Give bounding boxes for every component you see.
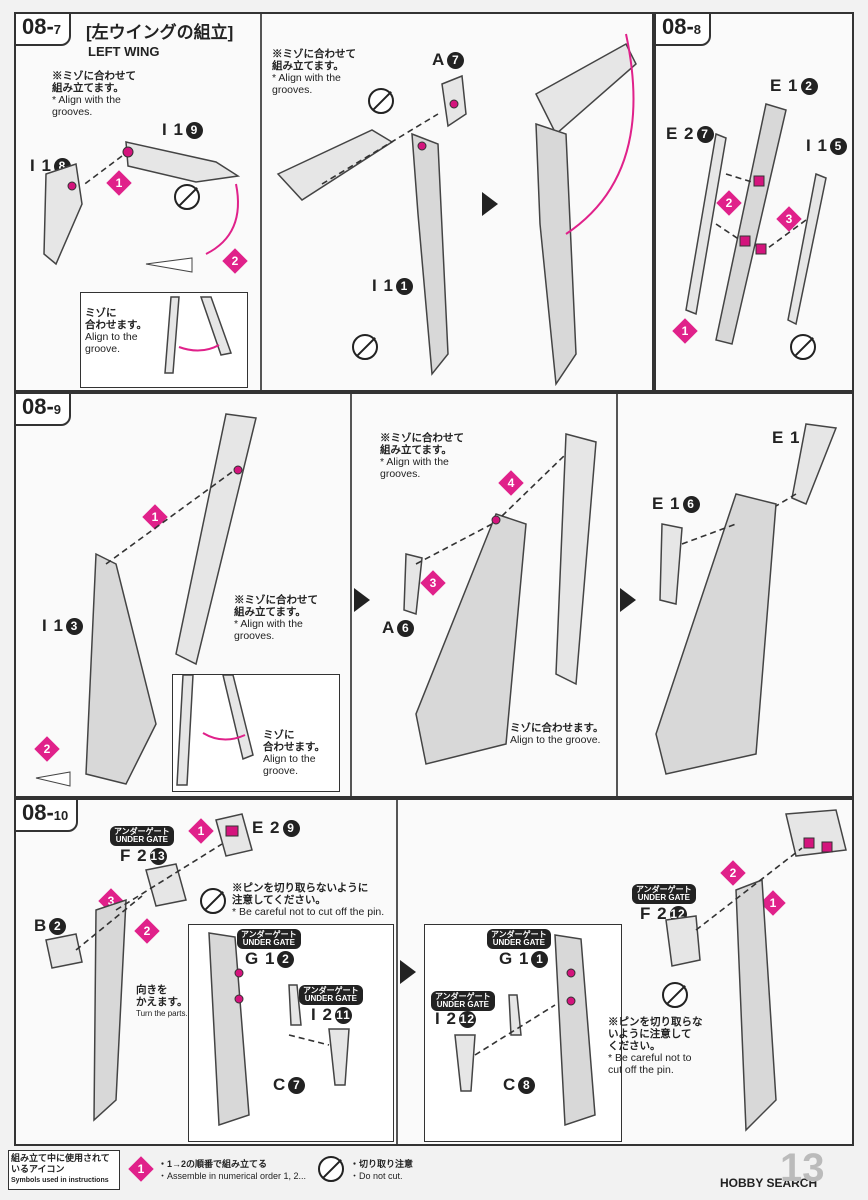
pin-note: ※ピンを切り取らないように 注意してください。 * Be careful not… bbox=[232, 882, 385, 918]
step-number: 08-9 bbox=[14, 392, 72, 426]
step-number: 08-8 bbox=[654, 12, 712, 46]
legend-cut-text: ・切り取り注意 ・Do not cut. bbox=[350, 1159, 414, 1181]
step-number: 08-7 bbox=[14, 12, 72, 46]
parts-f-e-b-drawing bbox=[45, 813, 253, 1122]
step-08-7-panel: 08-7 [左ウイングの組立] LEFT WING ※ミゾに合わせて 組み立てま… bbox=[14, 12, 654, 392]
pin-note-2: ※ピンを切り取らな いように注意して ください。 * Be careful no… bbox=[608, 1016, 703, 1076]
step-title-en: LEFT WING bbox=[88, 44, 160, 59]
wing-main-drawing bbox=[276, 74, 467, 376]
divider bbox=[260, 14, 262, 390]
wing-assembly-drawing bbox=[403, 433, 597, 765]
wing-final-drawing bbox=[655, 423, 838, 775]
inset-note: ミゾに 合わせます。 Align to the groove. bbox=[85, 307, 147, 355]
next-arrow bbox=[482, 192, 498, 216]
watermark-brand: HOBBY SEARCH bbox=[720, 1176, 818, 1190]
page-number: 13 bbox=[780, 1146, 825, 1190]
groove-inset: ミゾに 合わせます。 Align to the groove. bbox=[172, 674, 340, 792]
divider bbox=[350, 394, 352, 796]
step-number: 08-10 bbox=[14, 798, 79, 832]
divider bbox=[616, 394, 618, 796]
next-arrow bbox=[400, 960, 416, 984]
inset-note: ミゾに 合わせます。 Align to the groove. bbox=[263, 729, 325, 777]
parts-e-drawing bbox=[685, 103, 827, 345]
no-cut-icon bbox=[662, 982, 688, 1008]
next-arrow bbox=[354, 588, 370, 612]
align-note-2: ※ミゾに合わせて 組み立てます。 * Align with the groove… bbox=[272, 48, 356, 96]
next-arrow bbox=[620, 588, 636, 612]
legend-heading: 組み立て中に使用されているアイコン Symbols used in instru… bbox=[8, 1150, 120, 1190]
groove-inset: ミゾに 合わせます。 Align to the groove. bbox=[80, 292, 248, 388]
wing-parts-drawing bbox=[43, 141, 241, 273]
align-note: ※ミゾに合わせて 組み立てます。 * Align with the groove… bbox=[52, 70, 136, 118]
legend-order-text: ・1→2の順番で組み立てる ・Assemble in numerical ord… bbox=[158, 1159, 307, 1181]
no-cut-icon bbox=[352, 334, 378, 360]
no-cut-icon bbox=[174, 184, 200, 210]
no-cut-icon bbox=[368, 88, 394, 114]
no-cut-icon bbox=[200, 888, 226, 914]
wing-blade-drawing bbox=[35, 413, 257, 787]
no-cut-icon bbox=[790, 334, 816, 360]
footer: 組み立て中に使用されているアイコン Symbols used in instru… bbox=[8, 1146, 860, 1194]
align-note: ※ミゾに合わせて 組み立てます。 * Align with the groove… bbox=[234, 594, 318, 642]
legend-cut-icon bbox=[318, 1156, 344, 1182]
align-note-3: ミゾに合わせます。 Align to the groove. bbox=[510, 722, 604, 746]
wing-final-10-drawing bbox=[665, 809, 847, 1132]
legend-order-icon: 1 bbox=[128, 1156, 154, 1182]
turn-note: 向きを かえます。 Turn the parts. bbox=[136, 984, 188, 1018]
assembled-wing-drawing bbox=[535, 33, 637, 387]
step-title-jp: [左ウイングの組立] bbox=[86, 23, 234, 42]
align-note-2: ※ミゾに合わせて 組み立てます。 * Align with the groove… bbox=[380, 432, 464, 480]
divider bbox=[396, 800, 398, 1144]
